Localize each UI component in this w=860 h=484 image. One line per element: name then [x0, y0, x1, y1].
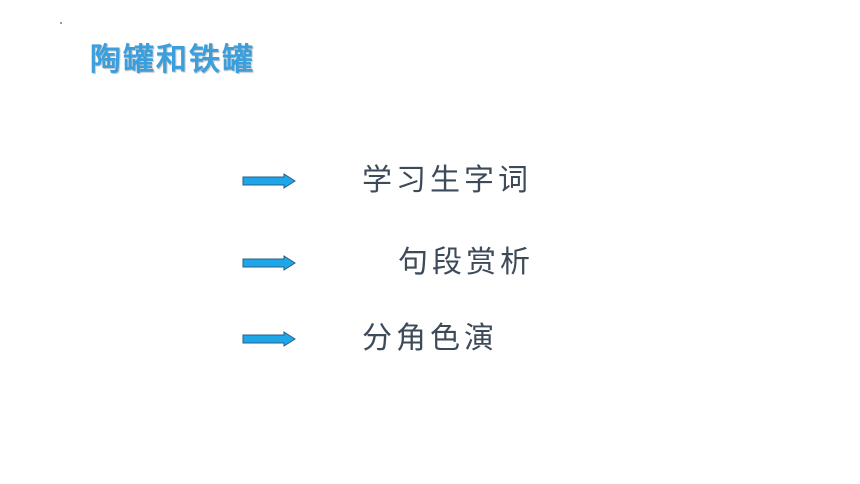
- list-item: 学习生字词: [0, 159, 860, 203]
- decorative-dot: [60, 22, 62, 24]
- arrow-right-icon: [242, 173, 296, 189]
- item-label-study-words: 学习生字词: [362, 163, 532, 198]
- arrow-right-icon: [242, 255, 296, 271]
- item-label-role-play: 分角色演: [362, 321, 498, 356]
- slide-title: 陶罐和铁罐: [90, 42, 255, 78]
- arrow-right-icon: [242, 331, 296, 347]
- list-item: 分角色演: [0, 317, 860, 361]
- item-label-passage-analysis: 句段赏析: [398, 245, 534, 280]
- list-item: 句段赏析: [0, 241, 860, 285]
